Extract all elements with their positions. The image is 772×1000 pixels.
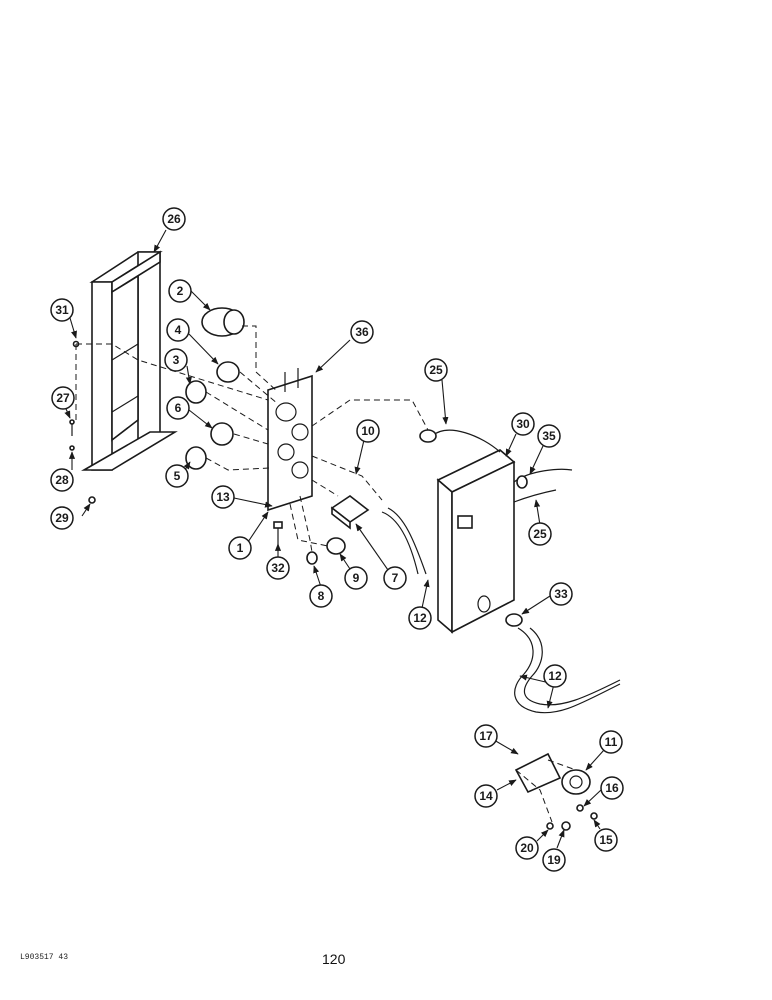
callout-1: 1	[228, 536, 252, 560]
callout-20: 20	[515, 836, 539, 860]
callout-4: 4	[166, 318, 190, 342]
callout-label: 36	[355, 325, 369, 339]
callout-label: 25	[533, 527, 547, 541]
callout-31: 31	[50, 298, 74, 322]
callout-label: 33	[554, 587, 568, 601]
callout-17: 17	[474, 724, 498, 748]
harness-12	[514, 627, 621, 714]
callout-label: 28	[55, 473, 69, 487]
callout-27: 27	[51, 386, 75, 410]
gauge-5	[185, 446, 207, 470]
callout-label: 1	[237, 541, 244, 555]
callout-label: 2	[177, 284, 184, 298]
callout-label: 5	[174, 469, 181, 483]
callout-label: 17	[479, 729, 493, 743]
gauge-2	[201, 307, 245, 337]
callout-35: 35	[537, 424, 561, 448]
callout-6: 6	[166, 396, 190, 420]
control-box	[436, 449, 516, 634]
callout-label: 14	[479, 789, 493, 803]
small-parts	[546, 804, 598, 831]
washer-28	[69, 445, 75, 451]
callout-label: 20	[520, 841, 534, 855]
callout-32: 32	[266, 556, 290, 580]
callout-label: 8	[318, 589, 325, 603]
callout-13: 13	[211, 485, 235, 509]
callout-28: 28	[50, 468, 74, 492]
callout-label: 4	[175, 323, 182, 337]
callout-2: 2	[168, 279, 192, 303]
leader-lines	[62, 229, 605, 849]
plate-14	[514, 752, 562, 794]
callout-9: 9	[344, 566, 368, 590]
callout-16: 16	[600, 776, 624, 800]
gauge-4	[216, 361, 240, 383]
callout-19: 19	[542, 848, 566, 872]
callout-label: 19	[547, 853, 561, 867]
callout-label: 35	[542, 429, 556, 443]
callout-15: 15	[594, 828, 618, 852]
callout-25-top: 25	[424, 358, 448, 382]
relay-7	[330, 495, 370, 530]
callout-7: 7	[383, 566, 407, 590]
footer-code: L903517 43	[20, 953, 69, 962]
callout-label: 6	[175, 401, 182, 415]
callout-label: 25	[429, 363, 443, 377]
callout-33: 33	[549, 582, 573, 606]
callout-29: 29	[50, 506, 74, 530]
callout-label: 31	[55, 303, 69, 317]
callout-8: 8	[309, 584, 333, 608]
support-frame	[81, 250, 178, 471]
switch-9	[326, 537, 346, 555]
callout-label: 13	[216, 490, 230, 504]
callout-label: 30	[516, 417, 530, 431]
callout-10: 10	[356, 419, 380, 443]
callout-12-harness: 12	[543, 664, 567, 688]
callout-5: 5	[165, 464, 189, 488]
callout-label: 29	[55, 511, 69, 525]
callout-30: 30	[511, 412, 535, 436]
nut-29	[88, 496, 96, 504]
callout-25-right: 25	[528, 522, 552, 546]
connector-8	[306, 551, 318, 565]
gauge-6	[210, 422, 234, 446]
callout-label: 12	[548, 669, 562, 683]
callout-14: 14	[474, 784, 498, 808]
instrument-panel	[267, 368, 313, 512]
callout-label: 27	[56, 391, 70, 405]
callout-label: 16	[605, 781, 619, 795]
callout-label: 7	[392, 571, 399, 585]
lamp-11	[561, 769, 591, 795]
callout-label: 26	[167, 212, 181, 226]
callout-36: 36	[350, 320, 374, 344]
callout-11: 11	[599, 730, 623, 754]
callout-12-box: 12	[408, 606, 432, 630]
callout-26: 26	[162, 207, 186, 231]
callout-label: 3	[173, 353, 180, 367]
screw-27	[69, 419, 75, 436]
grommet-33	[505, 613, 523, 627]
harness	[381, 429, 573, 575]
page-number: 120	[322, 951, 346, 967]
callout-label: 32	[271, 561, 285, 575]
gauge-3	[185, 380, 207, 404]
callout-label: 10	[361, 424, 375, 438]
callout-label: 15	[599, 833, 613, 847]
assembly-lines	[75, 325, 577, 823]
callout-3: 3	[164, 348, 188, 372]
callout-label: 12	[413, 611, 427, 625]
callout-label: 11	[605, 735, 618, 749]
callout-label: 9	[353, 571, 360, 585]
